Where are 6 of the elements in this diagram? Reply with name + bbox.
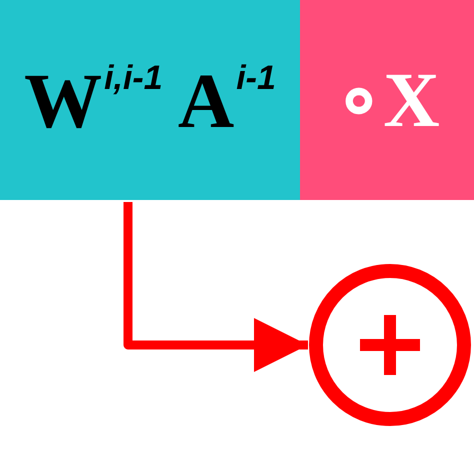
formula-text: W$^{i,i-1}$ A$^{i-1}$ (24, 60, 276, 140)
sum-circle (308, 263, 472, 427)
formula-panel (0, 0, 300, 200)
arrow (124, 202, 308, 372)
formula-text: ∘X (334, 61, 440, 139)
formula-panel (300, 0, 474, 200)
